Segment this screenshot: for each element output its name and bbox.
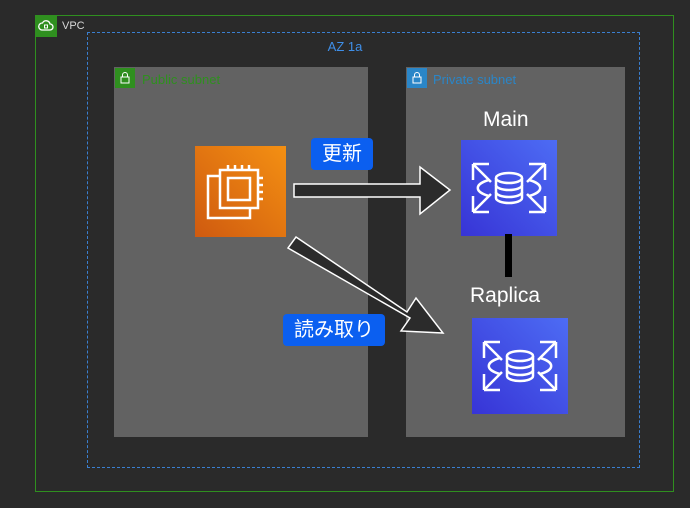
rds-replica-label: Raplica (470, 284, 541, 307)
private-subnet-lock-icon (407, 68, 427, 88)
update-arrow (293, 165, 452, 216)
vpc-label: VPC (62, 20, 85, 32)
read-arrow (286, 235, 445, 334)
ec2-instance-icon[interactable] (195, 146, 286, 237)
update-edge-label: 更新 (311, 138, 373, 170)
public-subnet (114, 67, 368, 437)
availability-zone-boundary (87, 32, 640, 468)
vpc-boundary (35, 15, 674, 492)
read-edge-label: 読み取り (283, 314, 385, 346)
vpc-cloud-icon (35, 15, 57, 37)
availability-zone-label: AZ 1a (327, 39, 363, 54)
rds-replica-database-icon[interactable] (472, 318, 568, 414)
rds-main-label: Main (483, 108, 529, 131)
public-subnet-lock-icon (115, 68, 135, 88)
public-subnet-label: Public subnet (142, 72, 221, 87)
rds-main-database-icon[interactable] (461, 140, 557, 236)
private-subnet-label: Private subnet (433, 72, 517, 87)
replication-connector (505, 234, 512, 277)
